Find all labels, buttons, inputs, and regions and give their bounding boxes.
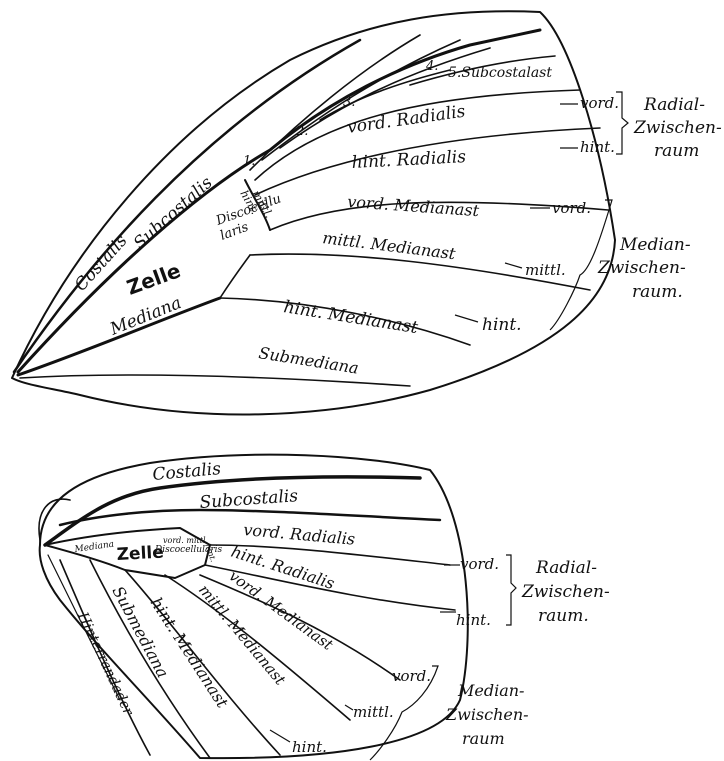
hindwing-median-hint-label: hint. [292, 738, 327, 756]
forewing-branch-3: 3. [343, 95, 355, 110]
forewing-median-label-3: raum. [632, 282, 683, 302]
hindwing-radial-label-2: Zwischen- [521, 582, 610, 602]
hindwing-median-vord-label: vord. [392, 667, 431, 685]
hindwing-radial-brace [506, 555, 516, 625]
hindwing-labels: Costalis Subcostalis vord. Radialis hint… [73, 459, 610, 760]
forewing-median-label-1: Median- [619, 235, 691, 255]
hindwing-median-vord-leader [375, 663, 390, 673]
hindwing-median-mittl-label: mittl. [353, 703, 394, 721]
hindwing-disco-vord-mittl: vord. mittl. [163, 536, 208, 545]
forewing-median-label-2: Zwischen- [597, 258, 686, 278]
hindwing-radial-hint-label: hint. [456, 611, 491, 629]
forewing-hint-medianast-label: hint. Medianast [282, 297, 419, 338]
hindwing-median-mittl-leader [345, 705, 353, 710]
forewing-branch-1: 1. [243, 154, 255, 169]
forewing-median-vord-label: vord. [552, 199, 591, 217]
forewing-cell-lower-vein [220, 255, 250, 298]
forewing-radial-vord-label: vord. [580, 94, 619, 112]
forewing-hint-radialis-label: hint. Radialis [351, 147, 467, 173]
forewing-median-mittl-label: mittl. [525, 261, 566, 279]
hindwing-radial-vord-label: vord. [460, 555, 499, 573]
forewing-radial-label-1: Radial- [643, 95, 705, 115]
forewing-mittl-medianast-label: mittl. Medianast [322, 228, 458, 263]
hindwing-median-label-1: Median- [457, 681, 524, 700]
hindwing-radial-label-3: raum. [538, 606, 589, 626]
hindwing-median-hint-leader [270, 730, 290, 742]
hindwing-radial-label-1: Radial- [535, 558, 597, 578]
forewing-median-mittl-leader [505, 263, 522, 268]
forewing-branch-4: 4. [425, 59, 438, 74]
hindwing-mediana-label: Mediana [73, 540, 115, 556]
forewing-median-hint-label: hint. [482, 315, 522, 335]
hindwing-vord-radialis-label: vord. Radialis [243, 520, 356, 549]
forewing-radial-hint-label: hint. [580, 138, 615, 156]
forewing-median-hint-leader [455, 315, 478, 322]
forewing-vord-medianast-label: vord. Medianast [347, 192, 481, 220]
forewing-radial-label-2: Zwischen- [633, 118, 722, 138]
forewing-subcostalis-label: Subcostalis [130, 173, 217, 254]
forewing-labels: Costalis Subcostalis Zelle Mediana hint.… [71, 59, 722, 378]
forewing-subcostal-branch-3 [280, 48, 490, 148]
forewing-5-subcostalast-label: 5.Subcostalast [448, 65, 552, 81]
forewing-vord-radialis-label: vord. Radialis [346, 102, 467, 138]
hindwing-median-label-3: raum [462, 729, 505, 748]
forewing-radial-label-3: raum [654, 141, 699, 161]
forewing-submediana-label: Submediana [257, 343, 360, 378]
forewing-branch-2: 2. [295, 124, 308, 139]
hindwing-median-label-2: Zwischen- [445, 705, 529, 724]
hindwing-subcostalis-label: Subcostalis [199, 486, 299, 513]
